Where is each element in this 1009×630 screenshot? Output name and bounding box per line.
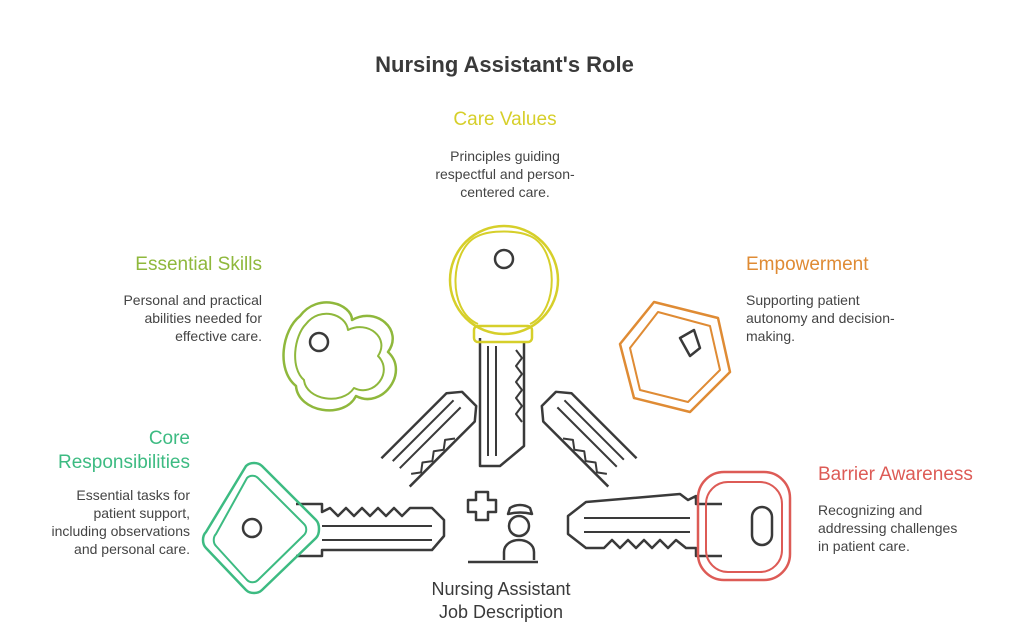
core-responsibilities-desc: Essential tasks for patient support, inc… [51,487,190,557]
essential-skills-desc: Personal and practical abilities needed … [123,292,262,344]
empowerment-desc: Supporting patient autonomy and decision… [746,292,895,344]
center-label: Nursing Assistant Job Description [431,579,571,622]
round-key-icon [448,224,560,468]
empowerment-title: Empowerment [746,254,869,275]
care-values-title: Care Values [453,109,557,130]
core-responsibilities-title: Core Responsibilities [57,428,190,473]
barrier-awareness-desc: Recognizing and addressing challenges in… [818,502,958,554]
oval-key-icon [566,470,792,582]
page-title: Nursing Assistant's Role [375,52,634,77]
essential-skills-title: Essential Skills [135,254,262,275]
hexagon-key-icon [540,300,732,488]
clover-key-icon [282,301,478,488]
diamond-key-icon [201,461,446,595]
care-values-desc: Principles guiding respectful and person… [435,148,575,200]
barrier-awareness-title: Barrier Awareness [818,464,973,485]
nurse-with-cross-icon [466,490,538,564]
